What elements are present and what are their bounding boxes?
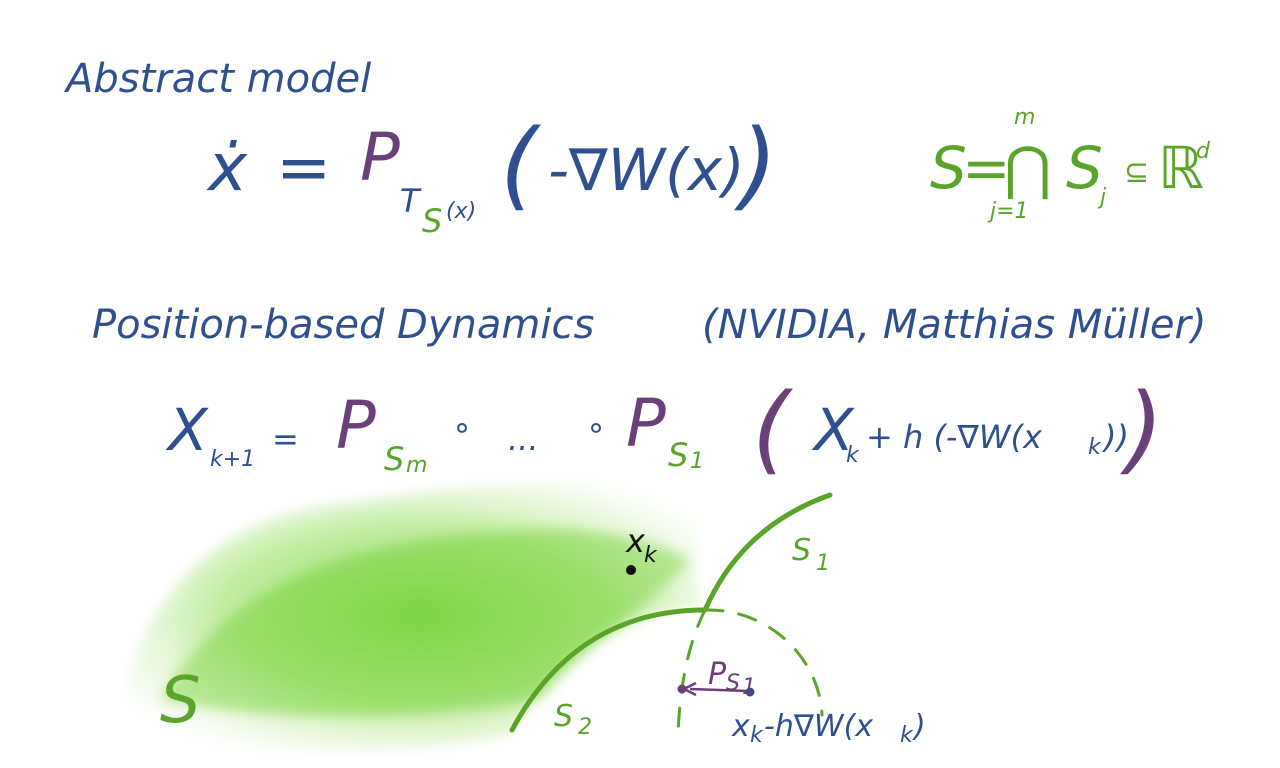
abstract-equals: = <box>276 129 331 206</box>
pbd-compose-2: ∘ <box>586 408 606 446</box>
abstract-lhs-xdot: ẋ <box>206 129 248 206</box>
boundary-S1 <box>702 492 833 613</box>
point-xk-label: x <box>625 522 646 560</box>
region-label-S: S <box>160 664 201 738</box>
point-xk <box>626 565 636 575</box>
pbd-lhs-X: X <box>165 396 209 464</box>
pbd-paren-open: ( <box>752 373 793 485</box>
step-label-close: ) <box>912 709 926 744</box>
pbd-compose-1: ∘ <box>452 408 472 446</box>
step-point <box>745 687 755 697</box>
set-upper-m: m <box>1014 105 1035 130</box>
step-label-rest-sub: k <box>900 723 914 748</box>
set-Sj: S <box>1066 134 1103 202</box>
boundary-S2 <box>509 607 708 733</box>
abstract-paren-open: ( <box>500 109 541 221</box>
set-Sj-index: j <box>1097 185 1107 210</box>
boundary-S2-dashed <box>703 608 824 717</box>
pbd-title: Position-based Dynamics <box>92 302 594 348</box>
boundary-S1-dashed <box>676 608 707 737</box>
step-label-x: x <box>731 709 750 744</box>
label-S1-sub: 1 <box>816 551 830 576</box>
set-definition: S = m ⋂ j=1 S j ⊆ ℝ d <box>930 105 1211 224</box>
set-lower-j1: j=1 <box>987 199 1029 224</box>
projected-point <box>677 684 687 694</box>
abstract-argument: -∇W(x) <box>548 136 745 204</box>
subset-symbol: ⊆ <box>1124 155 1149 190</box>
pbd-equals: = <box>272 420 299 458</box>
pbd-lhs-sub: k+1 <box>210 447 255 472</box>
pbd-proj-m-sub-m: m <box>406 453 427 478</box>
abstract-paren-close: ) <box>734 109 777 221</box>
pbd-proj-1-sub-S: S <box>668 436 688 474</box>
pbd-proj-1-P: P <box>626 385 666 462</box>
pbd-proj-1-sub-1: 1 <box>690 449 704 474</box>
projection-arrow-line <box>689 687 749 693</box>
label-S2-sub: 2 <box>578 715 592 740</box>
pbd-proj-m-sub-S: S <box>384 440 404 478</box>
set-lhs-S: S <box>930 134 967 202</box>
label-S2: S <box>554 699 573 734</box>
set-equals: = <box>962 134 1011 202</box>
proj-label-sub-1: 1 <box>742 675 756 700</box>
point-xk-label-sub: k <box>644 543 658 568</box>
proj-label-P: P <box>708 657 727 692</box>
pbd-proj-m-P: P <box>336 387 376 464</box>
pbd-paren-close: ) <box>1120 373 1163 485</box>
pbd-equation: X k+1 = P S m ∘ ... ∘ P S 1 ( X k + h (-… <box>165 373 1163 485</box>
pbd-arg-X-sub: k <box>846 443 860 468</box>
abstract-projection-P: P <box>360 119 400 196</box>
pbd-arg-X: X <box>811 396 855 464</box>
abstract-equation: ẋ = P T S (x) ( -∇W(x) ) <box>206 109 777 240</box>
pbd-arg-rest-sub: k <box>1088 435 1102 460</box>
abstract-model-heading: Abstract model <box>63 56 371 102</box>
abstract-sub-S: S <box>422 202 442 240</box>
step-label-x-sub: k <box>750 723 764 748</box>
abstract-sub-x: (x) <box>446 199 476 224</box>
pbd-arg-rest: + h (-∇W(x <box>866 418 1043 456</box>
pbd-dots: ... <box>508 420 539 458</box>
set-space-R: ℝ <box>1158 134 1204 202</box>
step-label-rest: -h∇W(x <box>764 709 873 744</box>
pbd-arg-close: )) <box>1102 418 1129 456</box>
intersection-symbol: ⋂ <box>1004 134 1052 202</box>
set-space-exp-d: d <box>1196 139 1211 164</box>
pbd-credit: (NVIDIA, Matthias Müller) <box>702 302 1207 348</box>
abstract-sub-T: T <box>400 182 422 220</box>
proj-label-sub-S: S <box>726 671 740 696</box>
label-S1: S <box>792 533 811 568</box>
feasible-set-illustration: S S 1 S 2 x k P S 1 x k -h∇W(x k ) <box>120 480 926 751</box>
